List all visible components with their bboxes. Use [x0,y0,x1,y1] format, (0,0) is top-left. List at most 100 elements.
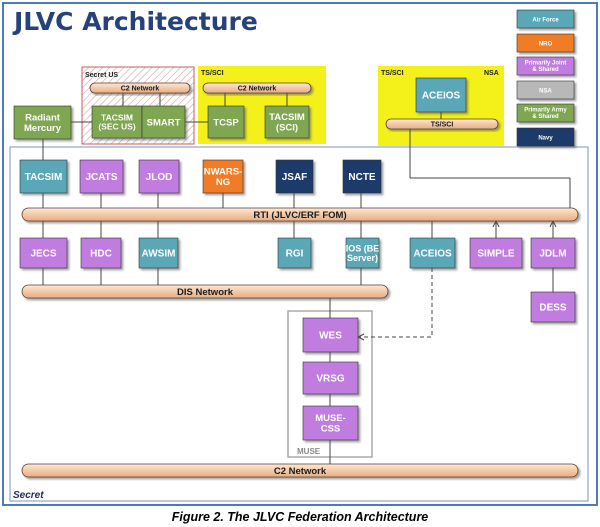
system-label: SMART [147,117,181,128]
network-bar-ts-sci [385,118,499,130]
legend-item: NRO [516,33,575,53]
system-label: TACSIM(SCI) [269,112,305,133]
system-dess: DESS [530,291,576,323]
system-box [415,77,467,113]
legend-label: Air Force [532,18,559,24]
system-label: MUSE-CSS [315,413,346,434]
ts-sci-left-label: TS/SCI [201,70,224,77]
network-label: RTI (JLVC/ERF FOM) [253,210,346,221]
system-box [19,159,68,194]
legend-swatch [516,9,575,29]
system-box [277,237,312,269]
system-label: DESS [539,303,567,314]
system-box [91,105,143,139]
system-tacsim-sci: TACSIM(SCI) [264,105,310,139]
legend-item: Primarily Army& Shared [516,103,575,123]
system-label: VRSG [316,374,345,385]
system-nwars-ng: NWARS-NG [202,159,244,194]
system-rgi: RGI [277,237,312,269]
system-label: JDLM [539,249,566,260]
system-ncte: NCTE [342,159,382,194]
page-title: JLVC Architecture [12,7,258,36]
system-box [302,361,359,395]
system-wes: WES [302,317,359,353]
network-label: TS/SCI [431,122,454,129]
system-label: ACEIOS [413,249,452,260]
system-label: WES [319,331,342,342]
system-jecs: JECS [19,237,68,269]
system-jcats: JCATS [79,159,124,194]
system-label: TCSP [213,117,239,128]
legend-item: Air Force [516,9,575,29]
system-box [469,237,523,269]
system-box [302,317,359,353]
legend-item: Navy [516,127,575,147]
system-label: JLOD [146,172,173,183]
legend-swatch [516,127,575,147]
system-box [138,159,180,194]
system-jdlm: JDLM [530,237,576,269]
system-simple: SIMPLE [469,237,523,269]
system-label: AWSIM [142,249,176,260]
legend-label: Primarily Joint& Shared [525,61,567,74]
system-smart: SMART [141,105,186,139]
network-bar-dis [21,284,389,299]
legend-label: NSA [539,89,552,95]
muse-label: MUSE [297,447,321,456]
system-tacsim: TACSIM [19,159,68,194]
system-box [13,105,72,140]
system-label: NCTE [348,172,376,183]
network-bar-c2-ts-sci [202,82,312,94]
system-muse-css: MUSE-CSS [302,405,359,441]
system-hdc: HDC [80,237,122,269]
dashed-link [358,268,433,338]
system-label: ACEIOS [422,91,461,102]
figure-caption: Figure 2. The JLVC Federation Architectu… [172,510,429,524]
system-awsim: AWSIM [138,237,179,269]
legend-label: Navy [538,136,553,142]
legend-item: NSA [516,80,575,100]
system-box [264,105,310,139]
network-label: C2 Network [274,466,327,477]
network-bar-c2-bottom [21,463,579,478]
system-box [342,159,382,194]
system-label: TACSIM [25,172,63,183]
legend-swatch [516,80,575,100]
system-box [79,159,124,194]
network-bar-c2-secret-us [89,82,191,94]
network-label: C2 Network [121,86,160,93]
system-jsaf: JSAF [275,159,314,194]
secret-us-label: Secret US [85,72,118,79]
system-box [275,159,314,194]
system-aceios-top: ACEIOS [415,77,467,113]
system-box [409,237,456,269]
outer-frame [2,2,598,506]
system-box [345,237,380,269]
system-box [80,237,122,269]
system-box [530,237,576,269]
system-box [19,237,68,269]
network-bar-rti [21,207,579,222]
network-label: C2 Network [238,86,277,93]
system-label: JCATS [85,172,117,183]
legend-item: Primarily Joint& Shared [516,56,575,76]
system-box [530,291,576,323]
system-label: JSAF [282,172,308,183]
system-label: HDC [90,249,112,260]
secret-label: Secret [13,490,44,501]
system-jlod: JLOD [138,159,180,194]
system-label: RGI [286,249,304,260]
system-aceios: ACEIOS [409,237,456,269]
system-vrsg: VRSG [302,361,359,395]
system-tcsp: TCSP [207,105,245,139]
system-box [302,405,359,441]
system-label: JECS [30,249,56,260]
legend-swatch [516,33,575,53]
network-label: DIS Network [177,287,234,298]
